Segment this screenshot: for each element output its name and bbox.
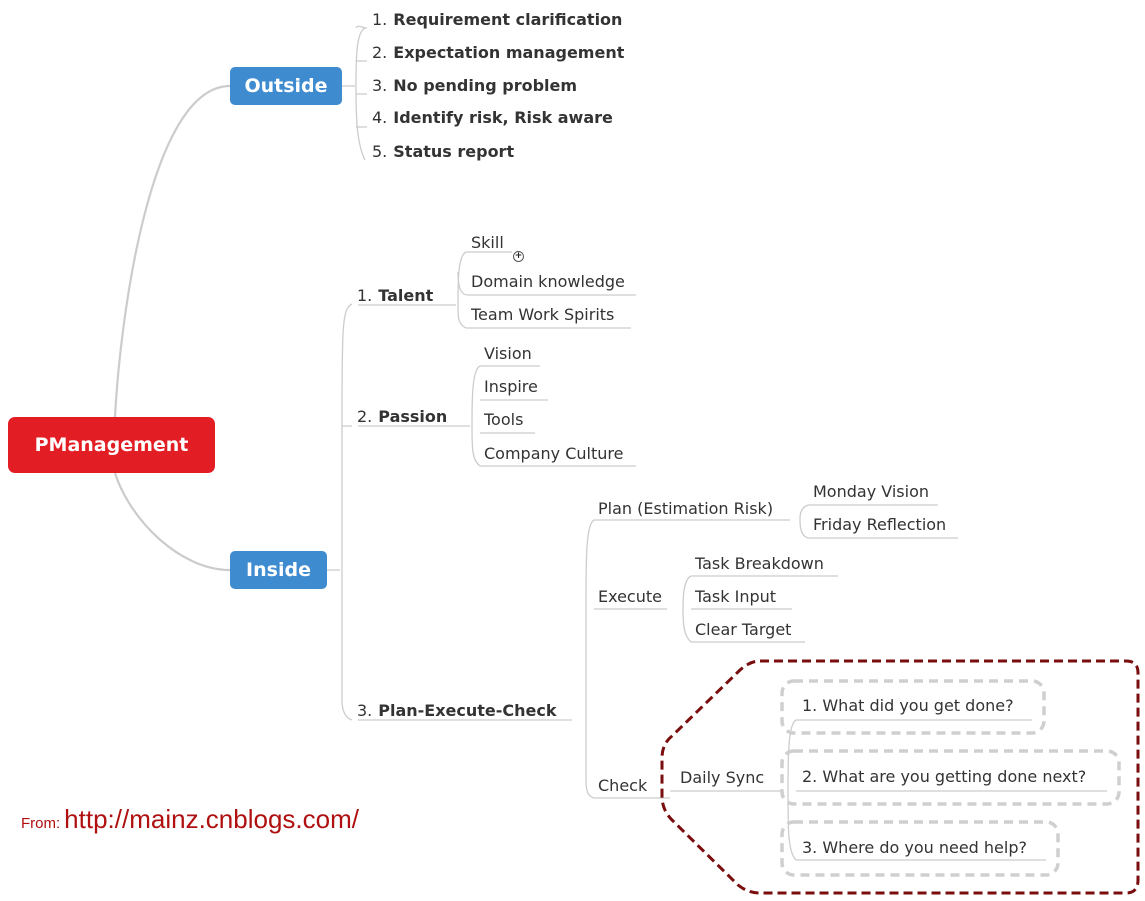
source-from-label: From:: [21, 815, 61, 832]
pec-execute[interactable]: Execute: [598, 587, 662, 606]
item-label: Talent: [378, 286, 434, 305]
outside-item-5[interactable]: 5. Status report: [372, 142, 514, 162]
item-label: No pending problem: [393, 76, 578, 95]
item-number: 2.: [357, 407, 373, 426]
item-label: Requirement clarification: [393, 10, 623, 29]
execute-task-input[interactable]: Task Input: [695, 587, 777, 606]
inside-talent[interactable]: 1. Talent: [357, 286, 433, 306]
item-number: 1.: [372, 10, 388, 29]
inside-plan-execute-check[interactable]: 3. Plan-Execute-Check: [357, 701, 557, 721]
outside-item-4[interactable]: 4. Identify risk, Risk aware: [372, 108, 613, 128]
source-credit: From:http://mainz.cnblogs.com/: [21, 804, 359, 835]
outside-item-3[interactable]: 3. No pending problem: [372, 76, 577, 96]
item-number: 1.: [357, 286, 373, 305]
item-number: 3.: [357, 701, 373, 720]
pec-check[interactable]: Check: [598, 776, 648, 795]
highlight-boundary: [660, 659, 1140, 895]
root-node[interactable]: PManagement: [8, 417, 215, 473]
inside-passion[interactable]: 2. Passion: [357, 407, 447, 427]
item-label: Passion: [378, 407, 448, 426]
talent-skill[interactable]: Skill: [471, 233, 504, 252]
item-number: 3.: [372, 76, 388, 95]
dashed-box-3: [780, 820, 1060, 877]
branch-inside[interactable]: Inside: [230, 551, 327, 589]
passion-tools[interactable]: Tools: [484, 410, 524, 429]
plan-monday-vision[interactable]: Monday Vision: [813, 482, 929, 501]
talent-team-work-spirits[interactable]: Team Work Spirits: [471, 305, 615, 324]
item-label: Expectation management: [393, 43, 625, 62]
talent-domain-knowledge[interactable]: Domain knowledge: [471, 272, 625, 291]
item-label: Identify risk, Risk aware: [393, 108, 613, 127]
passion-vision[interactable]: Vision: [484, 344, 532, 363]
expand-plus-icon[interactable]: +: [513, 251, 524, 262]
pec-plan[interactable]: Plan (Estimation Risk): [598, 499, 774, 518]
daily-sync-item-2[interactable]: 2. What are you getting done next?: [802, 767, 1087, 786]
outside-item-1[interactable]: 1. Requirement clarification: [372, 10, 622, 30]
plan-friday-reflection[interactable]: Friday Reflection: [813, 515, 947, 534]
daily-sync-item-1[interactable]: 1. What did you get done?: [802, 696, 1014, 715]
source-url-link[interactable]: http://mainz.cnblogs.com/: [64, 804, 359, 834]
item-number: 2.: [372, 43, 388, 62]
outside-item-2[interactable]: 2. Expectation management: [372, 43, 624, 63]
check-daily-sync[interactable]: Daily Sync: [680, 768, 765, 787]
execute-clear-target[interactable]: Clear Target: [695, 620, 792, 639]
passion-inspire[interactable]: Inspire: [484, 377, 538, 396]
dashed-box-1: [780, 679, 1046, 735]
dashed-box-2: [780, 749, 1121, 806]
item-label: Plan-Execute-Check: [378, 701, 557, 720]
item-number: 4.: [372, 108, 388, 127]
item-label: Status report: [393, 142, 515, 161]
item-number: 5.: [372, 142, 388, 161]
passion-company-culture[interactable]: Company Culture: [484, 444, 624, 463]
daily-sync-item-3[interactable]: 3. Where do you need help?: [802, 838, 1027, 857]
branch-outside[interactable]: Outside: [230, 67, 342, 105]
execute-task-breakdown[interactable]: Task Breakdown: [695, 554, 824, 573]
